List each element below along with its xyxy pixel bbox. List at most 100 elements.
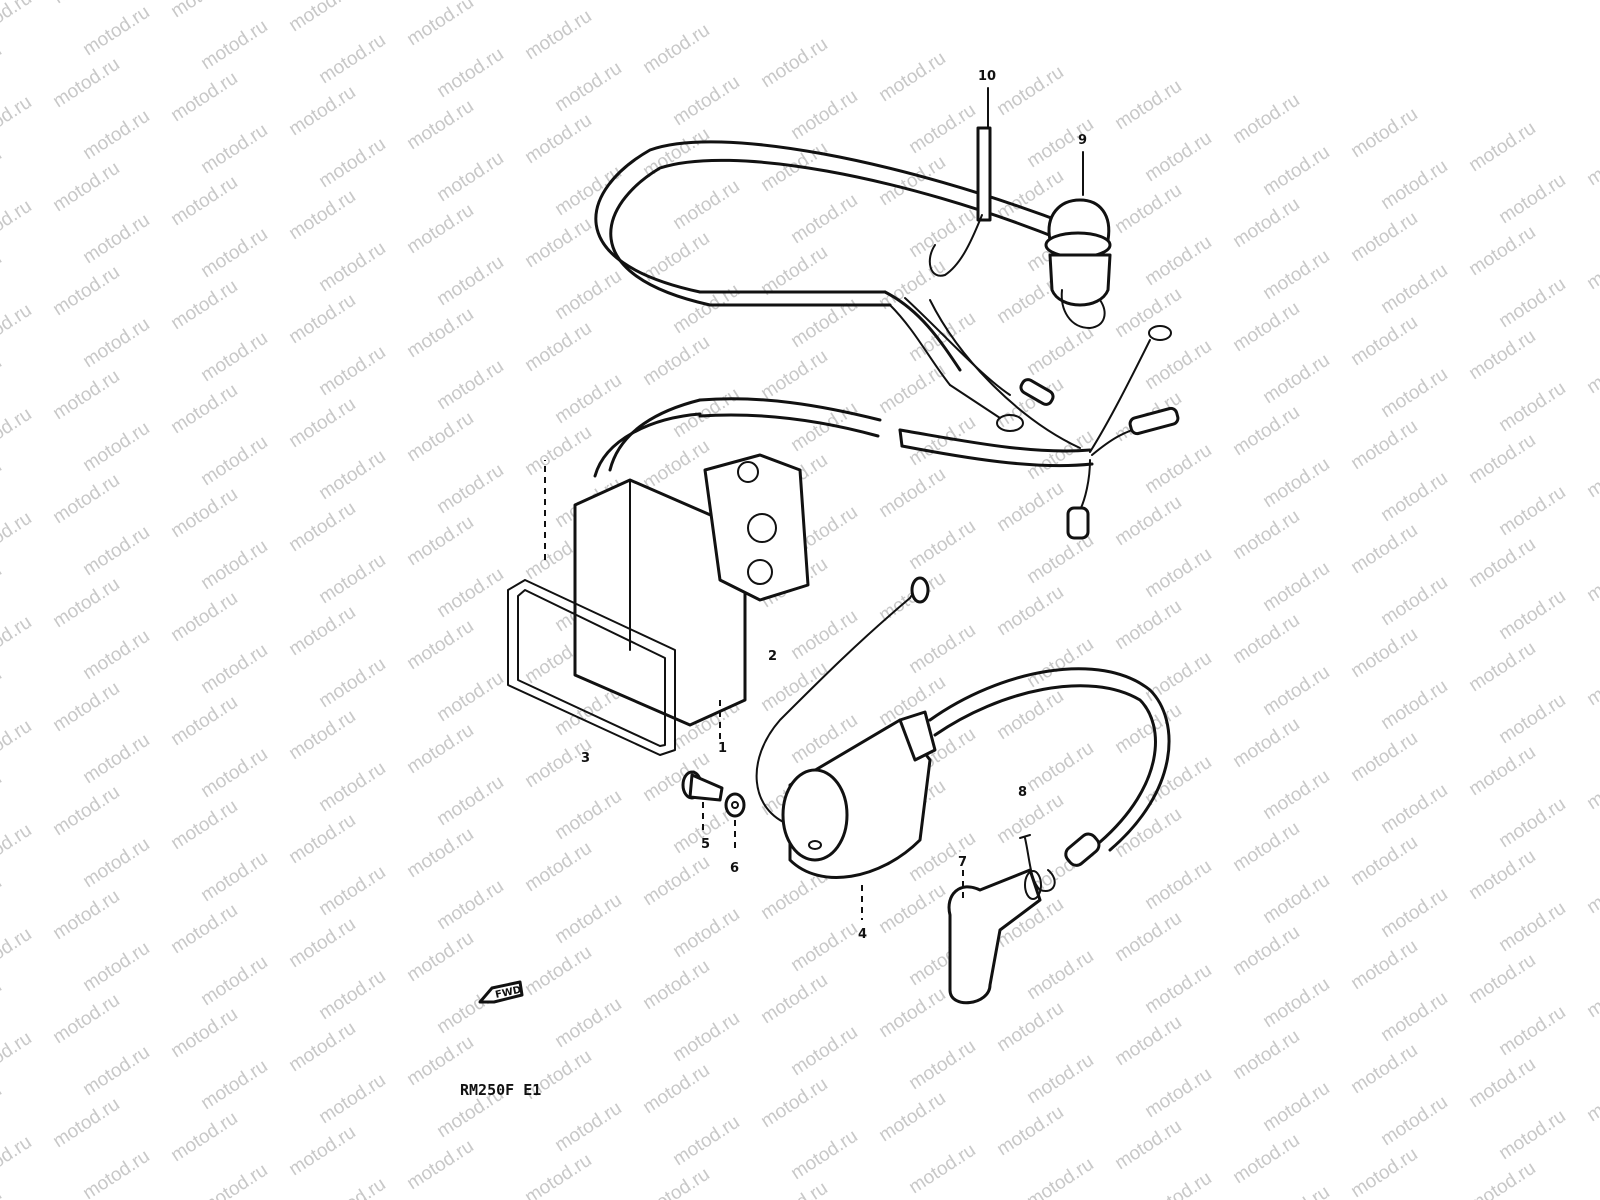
watermark-text: motod.ru	[49, 782, 123, 840]
watermark-text: motod.ru	[79, 418, 153, 476]
watermark-text: motod.ru	[197, 16, 271, 74]
watermark-text: motod.ru	[1377, 364, 1451, 422]
watermark-text: motod.ru	[993, 478, 1067, 536]
watermark-text: motod.ru	[433, 252, 507, 310]
watermark-text: motod.ru	[285, 0, 359, 36]
watermark-text: motod.ru	[787, 918, 861, 976]
watermark-text: motod.ru	[285, 1122, 359, 1180]
watermark-text: motod.ru	[669, 904, 743, 962]
watermark-text: motod.ru	[403, 720, 477, 778]
watermark-text: motod.ru	[167, 1108, 241, 1166]
callout-1: 1	[718, 741, 727, 756]
watermark-text: motod.ru	[197, 536, 271, 594]
watermark-text: motod.ru	[197, 744, 271, 802]
watermark-text: motod.ru	[1023, 530, 1097, 588]
watermark-text: motod.ru	[0, 196, 36, 254]
watermark-text: motod.ru	[993, 62, 1067, 120]
watermark-text: motod.ru	[1495, 274, 1569, 332]
watermark-text: motod.ru	[1141, 1064, 1215, 1122]
watermark-text: motod.ru	[1023, 1050, 1097, 1108]
watermark-text: motod.ru	[787, 86, 861, 144]
watermark-text: motod.ru	[0, 456, 6, 514]
watermark-text: motod.ru	[315, 30, 389, 88]
watermark-text: motod.ru	[1465, 118, 1539, 176]
watermark-text: motod.ru	[0, 976, 6, 1034]
watermark-text: motod.ru	[49, 0, 123, 8]
watermark-text: motod.ru	[1583, 132, 1600, 190]
watermark-text: motod.ru	[49, 886, 123, 944]
callout-9: 9	[1078, 133, 1087, 148]
watermark-text: motod.ru	[551, 370, 625, 428]
watermark-text: motod.ru	[285, 914, 359, 972]
watermark-text: motod.ru	[433, 876, 507, 934]
watermark-text: motod.ru	[315, 1070, 389, 1128]
watermark-text: motod.ru	[167, 68, 241, 126]
watermark-text: motod.ru	[1465, 638, 1539, 696]
watermark-text: motod.ru	[1141, 1168, 1215, 1200]
watermark-text: motod.ru	[1347, 312, 1421, 370]
watermark-text: motod.ru	[1465, 534, 1539, 592]
watermark-text: motod.ru	[1583, 652, 1600, 710]
watermark-text: motod.ru	[1377, 780, 1451, 838]
watermark-text: motod.ru	[197, 120, 271, 178]
watermark-text: motod.ru	[49, 1094, 123, 1152]
watermark-text: motod.ru	[905, 620, 979, 678]
watermark-text: motod.ru	[197, 432, 271, 490]
watermark-text: motod.ru	[0, 404, 36, 462]
watermark-text: motod.ru	[1465, 846, 1539, 904]
watermark-text: motod.ru	[905, 204, 979, 262]
watermark-text: motod.ru	[0, 248, 6, 306]
watermark-text: motod.ru	[551, 786, 625, 844]
watermark-text: motod.ru	[1229, 402, 1303, 460]
watermark-text: motod.ru	[315, 1174, 389, 1200]
watermark-text: motod.ru	[49, 678, 123, 736]
watermark-text: motod.ru	[1377, 884, 1451, 942]
watermark-text: motod.ru	[79, 626, 153, 684]
watermark-text: motod.ru	[1347, 936, 1421, 994]
watermark-text: motod.ru	[875, 48, 949, 106]
watermark-text: motod.ru	[551, 162, 625, 220]
watermark-text: motod.ru	[403, 200, 477, 258]
watermark-text: motod.ru	[1583, 444, 1600, 502]
watermark-text: motod.ru	[197, 848, 271, 906]
watermark-text: motod.ru	[1583, 756, 1600, 814]
watermark-text: motod.ru	[315, 654, 389, 712]
watermark-text: motod.ru	[167, 484, 241, 542]
watermark-text: motod.ru	[285, 602, 359, 660]
watermark-text: motod.ru	[1259, 1182, 1333, 1200]
fwd-badge-text: FWD	[494, 985, 522, 1001]
watermark-text: motod.ru	[79, 522, 153, 580]
watermark-text: motod.ru	[1023, 946, 1097, 1004]
watermark-text: motod.ru	[787, 190, 861, 248]
watermark-text: motod.ru	[1023, 1154, 1097, 1200]
watermark-text: motod.ru	[1259, 974, 1333, 1032]
watermark-text: motod.ru	[1229, 1130, 1303, 1188]
watermark-text: motod.ru	[1583, 860, 1600, 918]
watermark-text: motod.ru	[79, 1146, 153, 1200]
watermark-text: motod.ru	[1023, 634, 1097, 692]
watermark-text: motod.ru	[1229, 90, 1303, 148]
watermark-text: motod.ru	[1111, 1116, 1185, 1174]
watermark-text: motod.ru	[639, 956, 713, 1014]
watermark-text: motod.ru	[551, 266, 625, 324]
watermark-text: motod.ru	[1583, 340, 1600, 398]
watermark-text: motod.ru	[197, 640, 271, 698]
watermark-text: motod.ru	[433, 44, 507, 102]
watermark-text: motod.ru	[1141, 856, 1215, 914]
watermark-text: motod.ru	[1347, 1144, 1421, 1200]
watermark-text: motod.ru	[403, 0, 477, 50]
watermark-text: motod.ru	[1259, 246, 1333, 304]
watermark-text: motod.ru	[315, 758, 389, 816]
callout-7: 7	[958, 855, 967, 870]
watermark-text: motod.ru	[315, 134, 389, 192]
watermark-text: motod.ru	[1583, 548, 1600, 606]
watermark-text: motod.ru	[0, 924, 36, 982]
watermark-text: motod.ru	[1141, 232, 1215, 290]
watermark-text: motod.ru	[1495, 898, 1569, 956]
watermark-text: motod.ru	[433, 356, 507, 414]
callout-3: 3	[581, 751, 590, 766]
watermark-text: motod.ru	[1259, 558, 1333, 616]
watermark-text: motod.ru	[49, 158, 123, 216]
watermark-text: motod.ru	[551, 58, 625, 116]
